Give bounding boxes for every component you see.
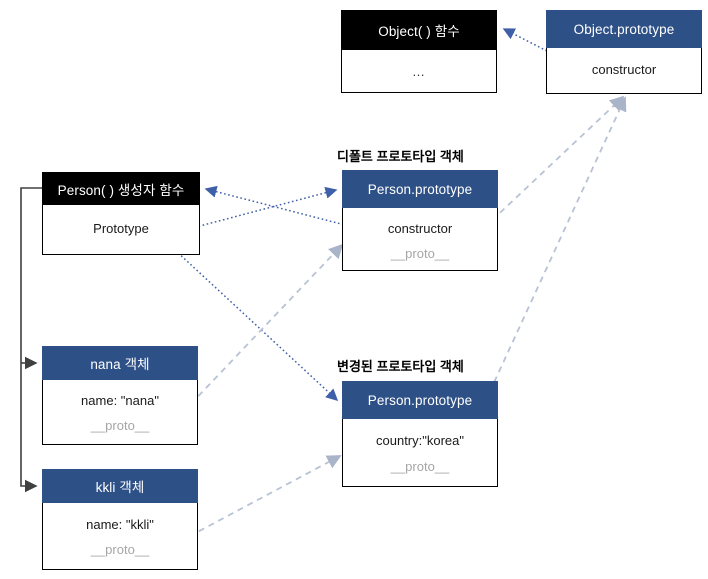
field-nana-name: name: "nana" [81,393,159,408]
box-object-prototype-body: constructor [546,48,702,94]
field-person-prototype-changed-proto: __proto__ [390,459,450,474]
field-person-function-prototype: Prototype [93,221,149,236]
box-person-prototype-default-body: constructor __proto__ [342,208,498,271]
field-object-prototype-constructor: constructor [591,62,657,77]
box-person-function-body: Prototype [42,205,200,255]
box-object-function[interactable]: Object( ) 함수 … [341,10,497,93]
section-label-changed-prototype: 변경된 프로토타입 객체 [337,359,464,374]
box-kkli-object[interactable]: kkli 객체 name: "kkli" __proto__ [42,469,198,570]
box-person-function-header: Person( ) 생성자 함수 [42,172,200,205]
field-kkli-proto: __proto__ [90,542,150,557]
box-person-prototype-changed-body: country:"korea" __proto__ [342,419,498,487]
arrow-personfn-prototype-to-changed-proto [174,249,339,402]
bracket-person-to-instances [20,187,42,493]
field-kkli-name: name: "kkli" [86,517,154,532]
section-label-default-prototype: 디폴트 프로토타입 객체 [337,149,464,164]
box-object-prototype[interactable]: Object.prototype constructor [546,10,702,94]
field-object-function-dots: … [412,64,426,79]
field-person-prototype-default-constructor: constructor [387,221,453,236]
box-kkli-object-header: kkli 객체 [42,469,198,503]
box-person-function[interactable]: Person( ) 생성자 함수 Prototype [42,172,200,255]
box-object-prototype-header: Object.prototype [546,10,702,48]
field-nana-proto: __proto__ [90,418,150,433]
box-object-function-body: … [341,50,497,93]
box-object-function-header: Object( ) 함수 [341,10,497,50]
field-person-prototype-default-proto: __proto__ [390,246,450,261]
box-person-prototype-default-header: Person.prototype [342,170,498,208]
box-person-prototype-default[interactable]: Person.prototype constructor __proto__ [342,170,498,271]
box-nana-object-body: name: "nana" __proto__ [42,380,198,445]
box-nana-object[interactable]: nana 객체 name: "nana" __proto__ [42,346,198,445]
field-person-prototype-changed-country: country:"korea" [376,433,464,448]
box-person-prototype-changed[interactable]: Person.prototype country:"korea" __proto… [342,381,498,487]
box-nana-object-header: nana 객체 [42,346,198,380]
box-kkli-object-body: name: "kkli" __proto__ [42,503,198,570]
box-person-prototype-changed-header: Person.prototype [342,381,498,419]
